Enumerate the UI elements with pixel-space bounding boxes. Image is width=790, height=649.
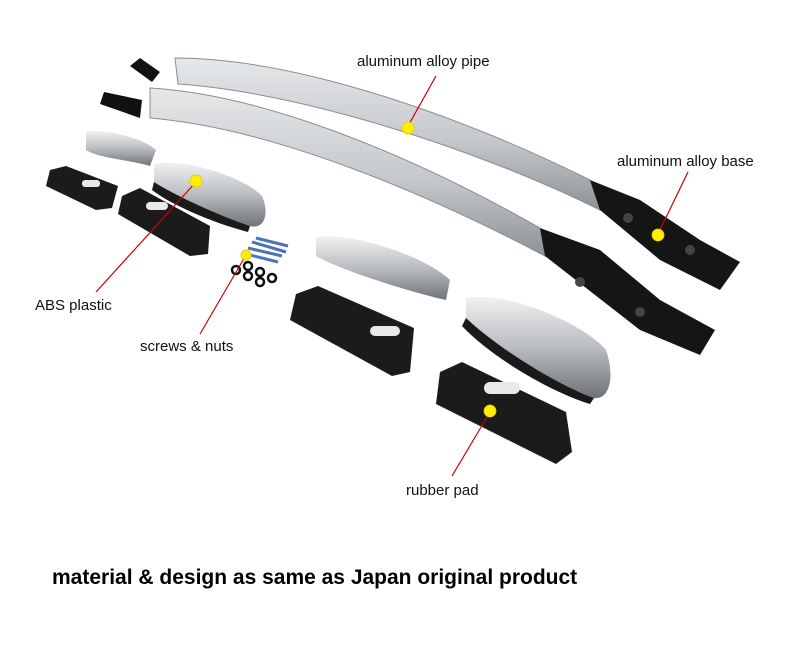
leader-screws [199,254,247,335]
rubber-pad-small-left [46,166,118,210]
leader-abs [95,181,197,293]
front-roof-rail [100,87,715,355]
end-cap-right-large [316,236,450,300]
end-cap-right-small [466,296,611,399]
rubber-pad-small-right [290,286,414,376]
marker-screws [240,249,252,261]
caption: material & design as same as Japan origi… [52,566,578,589]
end-cap-left-small [86,130,156,166]
leader-rubber [451,411,491,477]
leader-pipe [407,75,437,127]
label-abs-plastic: ABS plastic [35,297,112,314]
rubber-pad-large-left [118,188,210,256]
marker-base [651,228,665,242]
leader-base [657,171,689,235]
marker-abs [189,174,203,188]
label-rubber-pad: rubber pad [406,482,479,499]
marker-pipe [401,121,415,135]
marker-rubber [483,404,497,418]
end-cap-left-large [154,162,266,227]
screws-and-nuts [230,236,289,288]
label-screws-nuts: screws & nuts [140,338,234,355]
label-aluminum-alloy-base: aluminum alloy base [617,153,754,170]
rubber-pad-large-right [436,362,572,464]
rear-roof-rail [130,57,740,290]
label-aluminum-alloy-pipe: aluminum alloy pipe [357,53,490,70]
